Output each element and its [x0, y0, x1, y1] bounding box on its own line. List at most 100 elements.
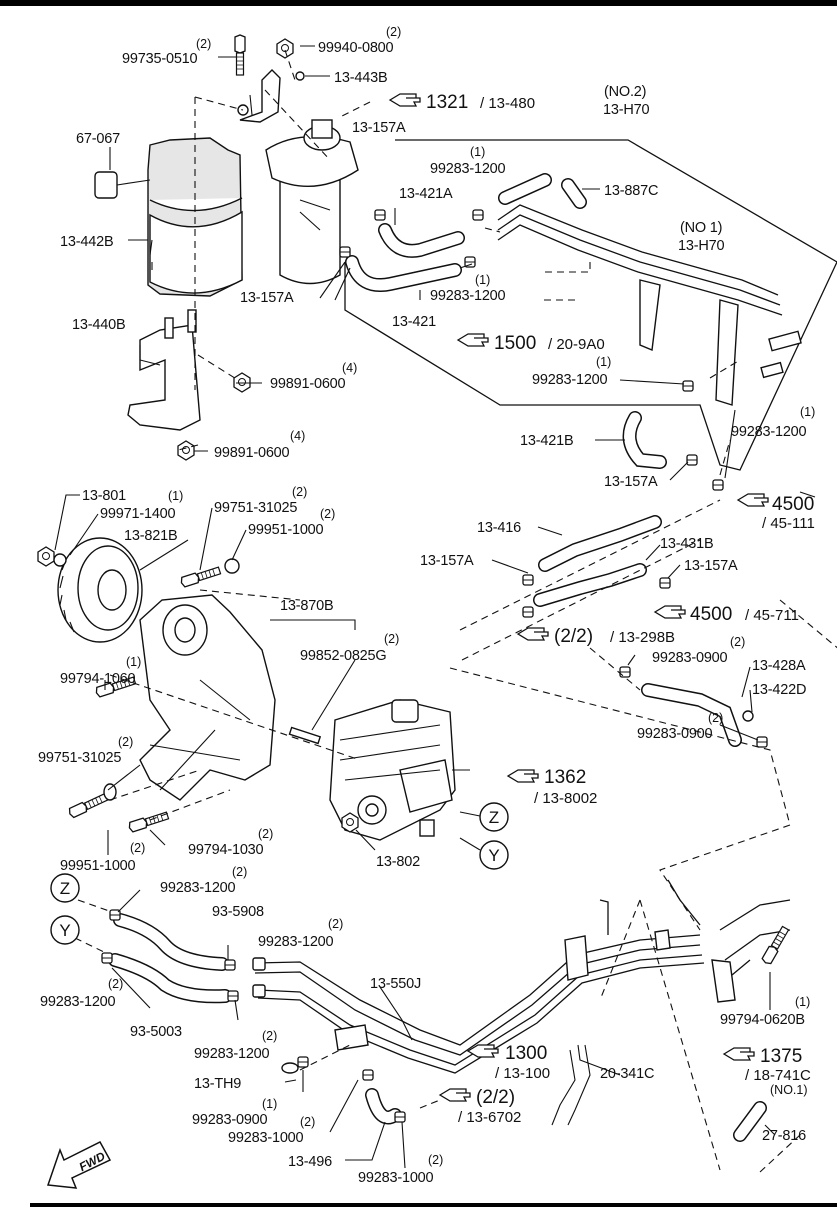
svg-text:(4): (4): [342, 361, 357, 375]
svg-text:(2): (2): [428, 1153, 443, 1167]
svg-text:99951-1000: 99951-1000: [248, 522, 324, 538]
svg-text:13-801: 13-801: [82, 488, 126, 504]
part-labels: (2) 99735-0510 (2) 99940-0800 13-443B 67…: [38, 25, 815, 1186]
svg-text:(1): (1): [475, 273, 490, 287]
svg-text:Z: Z: [489, 808, 499, 827]
ref-1375: 1375 / 18-741C: [723, 1046, 811, 1084]
svg-text:99283-1200: 99283-1200: [532, 372, 608, 388]
svg-text:13-431B: 13-431B: [660, 536, 713, 552]
svg-text:(1): (1): [596, 355, 611, 369]
fuel-hoses-top: [345, 173, 667, 469]
svg-text:99283-1000: 99283-1000: [228, 1130, 304, 1146]
fuel-pipe-assembly-top: [344, 139, 837, 471]
svg-text:(2): (2): [130, 841, 145, 855]
svg-text:13-422D: 13-422D: [752, 682, 806, 698]
marker-y-1: Y: [479, 840, 509, 870]
svg-text:99794-0620B: 99794-0620B: [720, 1012, 805, 1028]
svg-text:13-550J: 13-550J: [370, 976, 421, 992]
svg-text:13-157A: 13-157A: [352, 120, 406, 136]
ref-1500: 1500 / 20-9A0: [457, 333, 605, 354]
ref-1321: 1321 / 13-480: [389, 92, 535, 113]
svg-text:/ 20-9A0: / 20-9A0: [548, 336, 605, 353]
svg-text:(2): (2): [328, 917, 343, 931]
svg-text:(2): (2): [258, 827, 273, 841]
svg-text:13-H70: 13-H70: [678, 238, 724, 254]
svg-text:1375: 1375: [760, 1046, 802, 1067]
svg-text:99891-0600: 99891-0600: [270, 376, 346, 392]
svg-text:27-816: 27-816: [762, 1128, 806, 1144]
svg-text:(1): (1): [262, 1097, 277, 1111]
pump-bracket: [139, 594, 276, 801]
svg-text:(2/2): (2/2): [554, 626, 593, 647]
svg-text:(NO.2): (NO.2): [604, 84, 646, 100]
svg-text:99283-1200: 99283-1200: [430, 161, 506, 177]
svg-text:99751-31025: 99751-31025: [38, 750, 121, 766]
svg-text:(2): (2): [708, 711, 723, 725]
ref-1300: 1300 / 13-100: [467, 1043, 550, 1082]
svg-text:Y: Y: [59, 921, 70, 940]
svg-text:/ 18-741C: / 18-741C: [745, 1067, 811, 1084]
svg-text:Y: Y: [488, 846, 499, 865]
svg-text:13-802: 13-802: [376, 854, 420, 870]
svg-text:99951-1000: 99951-1000: [60, 858, 136, 874]
svg-text:/ 13-8002: / 13-8002: [534, 790, 597, 807]
svg-text:93-5908: 93-5908: [212, 904, 264, 920]
svg-text:1321: 1321: [426, 92, 468, 113]
injection-pump-pulley: [57, 537, 143, 643]
ref-2-2-a: (2/2) / 13-298B: [517, 626, 675, 647]
svg-text:4500: 4500: [772, 494, 814, 515]
svg-text:/ 13-480: / 13-480: [480, 95, 535, 112]
svg-text:13-821B: 13-821B: [124, 528, 177, 544]
svg-text:(2): (2): [730, 635, 745, 649]
svg-text:13-157A: 13-157A: [604, 474, 658, 490]
svg-text:99735-0510: 99735-0510: [122, 51, 198, 67]
ref-2-2-b: (2/2) / 13-6702: [439, 1087, 521, 1126]
ref-1362: 1362 / 13-8002: [507, 767, 597, 807]
svg-text:(1): (1): [126, 655, 141, 669]
svg-text:99283-1200: 99283-1200: [258, 934, 334, 950]
bottom-hoses: [108, 913, 767, 1142]
svg-text:(4): (4): [290, 429, 305, 443]
svg-text:13-TH9: 13-TH9: [194, 1076, 241, 1092]
svg-text:1362: 1362: [544, 767, 586, 788]
marker-z-2: Z: [50, 873, 80, 903]
svg-text:13-H70: 13-H70: [603, 102, 649, 118]
svg-text:13-421B: 13-421B: [520, 433, 573, 449]
svg-text:13-157A: 13-157A: [240, 290, 294, 306]
svg-text:13-443B: 13-443B: [334, 70, 387, 86]
svg-text:99283-1200: 99283-1200: [194, 1046, 270, 1062]
svg-text:(2): (2): [320, 507, 335, 521]
svg-text:99283-1200: 99283-1200: [160, 880, 236, 896]
svg-text:(2): (2): [232, 865, 247, 879]
svg-text:13-421A: 13-421A: [399, 186, 453, 202]
svg-text:(2): (2): [384, 632, 399, 646]
svg-text:(1): (1): [168, 489, 183, 503]
svg-text:99751-31025: 99751-31025: [214, 500, 297, 516]
svg-text:13-157A: 13-157A: [684, 558, 738, 574]
svg-text:13-440B: 13-440B: [72, 317, 125, 333]
svg-text:13-416: 13-416: [477, 520, 521, 536]
svg-text:(2): (2): [300, 1115, 315, 1129]
svg-text:99283-1200: 99283-1200: [40, 994, 116, 1010]
return-hoses: [533, 515, 742, 747]
svg-text:99794-1030: 99794-1030: [188, 842, 264, 858]
svg-text:99283-0900: 99283-0900: [637, 726, 713, 742]
svg-text:(1): (1): [470, 145, 485, 159]
svg-text:99891-0600: 99891-0600: [214, 445, 290, 461]
svg-text:(2): (2): [196, 37, 211, 51]
svg-text:13-870B: 13-870B: [280, 598, 333, 614]
svg-text:20-341C: 20-341C: [600, 1066, 654, 1082]
svg-text:Z: Z: [60, 879, 70, 898]
svg-text:13-421: 13-421: [392, 314, 436, 330]
svg-text:13-887C: 13-887C: [604, 183, 658, 199]
svg-text:13-428A: 13-428A: [752, 658, 806, 674]
svg-text:/ 13-100: / 13-100: [495, 1065, 550, 1082]
svg-text:99283-1200: 99283-1200: [430, 288, 506, 304]
svg-text:99283-1000: 99283-1000: [358, 1170, 434, 1186]
bottom-border: [30, 1203, 837, 1207]
svg-text:67-067: 67-067: [76, 131, 120, 147]
svg-text:/ 45-711: / 45-711: [745, 607, 799, 624]
svg-text:(NO.1): (NO.1): [770, 1083, 808, 1097]
fuel-filter: [265, 119, 359, 285]
svg-text:13-442B: 13-442B: [60, 234, 113, 250]
